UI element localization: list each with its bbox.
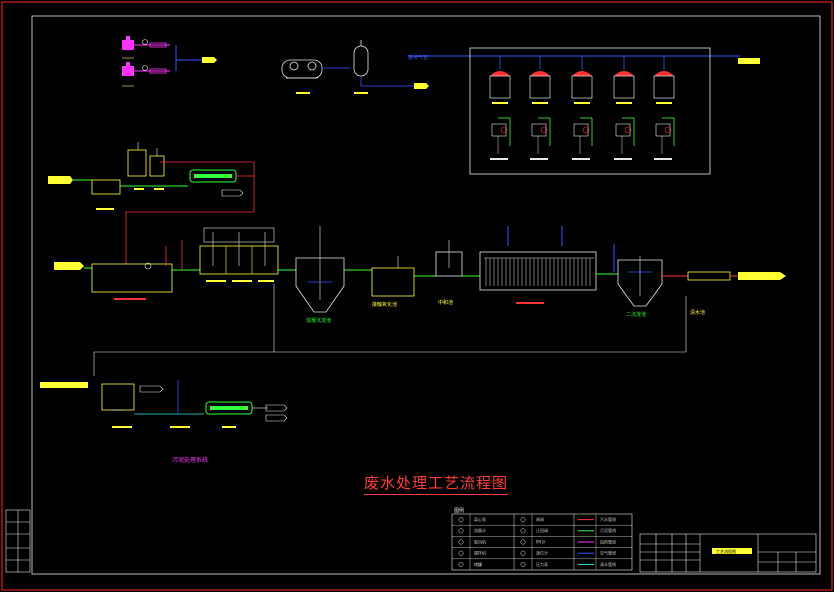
legend-item-label: 离心泵 [474,516,486,522]
legend-item-label: 流量计 [474,527,486,533]
air-compressor [281,59,350,94]
legend-symbol-icon [520,517,526,523]
legend-item-label: 压力表 [536,561,548,567]
left-binding-strip [5,509,31,573]
dosing-tank [653,56,675,160]
unit-b-label: 接触氧化池 [372,301,397,308]
legend-symbol-icon [458,528,464,534]
unit-c-label: 中和池 [438,299,453,306]
legend-row: 流量计 止回阀 污泥管线 [452,525,632,534]
unit-a-label: 混凝沉淀池 [306,317,331,324]
legend-row: 储罐 压力表 清水管线 [452,558,632,567]
legend-symbol-icon [458,517,464,523]
inner-frame [31,15,821,575]
title-block [639,533,817,573]
legend-item-label: 止回阀 [536,527,548,533]
drain-pipe-label: 废排气管 [408,54,428,61]
legend-row: 搅拌机 液位计 空气管线 [452,547,632,556]
legend-item-label: 闸阀 [536,516,544,522]
legend-title: 图例 [454,507,464,514]
sludge-treatment-system: 污泥处理系统 [40,380,288,464]
main-treatment-line: 混凝沉淀池 接触氧化池 中和池 二沉淀池 清水池 [54,226,786,324]
drawing-title: 废水处理工艺流程图 [364,472,509,495]
legend-item-label: 鼓风机 [474,538,486,544]
membrane-modules [484,257,594,286]
legend-symbol-icon [458,561,464,567]
legend-line-label: 污泥管线 [600,527,616,533]
dosing-tank [489,56,511,160]
air-receiver-tank [353,40,429,94]
legend-row: 离心泵 闸阀 污水管线 [458,516,616,523]
legend-item-label: 液位计 [536,550,548,556]
legend-symbol-icon [520,539,526,545]
title-block-name: 工艺流程图 [716,548,736,554]
chemical-dosing-system: 废排气管 [408,47,760,175]
title-block-highlight [712,548,752,554]
pretreatment-line [48,142,255,212]
legend-item-label: PH计 [536,538,545,544]
dosing-tank [571,56,593,160]
dosing-tanks [489,56,675,160]
legend-symbol-icon [520,550,526,556]
dosing-tank [529,56,551,160]
legend-symbol-icon [520,528,526,534]
unit-f-label: 清水池 [690,309,705,316]
sludge-line [93,284,687,376]
legend-row: 鼓风机 PH计 加药管线 [452,536,632,545]
legend-line-label: 加药管线 [600,538,616,544]
legend-item-label: 储罐 [474,561,482,567]
sludge-return-line [125,211,254,264]
unit-d-label: 二沉淀池 [626,311,646,318]
legend-symbol-icon [458,550,464,556]
legend-line-label: 污水管线 [600,516,616,522]
legend-line-label: 清水管线 [600,561,616,567]
dosing-pumps [122,36,217,87]
dosing-tank [613,56,635,160]
legend-symbol-icon [520,561,526,567]
sludge-system-label: 污泥处理系统 [172,456,208,464]
legend-item-label: 搅拌机 [474,550,486,556]
legend-symbol-icon [458,539,464,545]
legend-line-label: 空气管线 [600,550,616,556]
